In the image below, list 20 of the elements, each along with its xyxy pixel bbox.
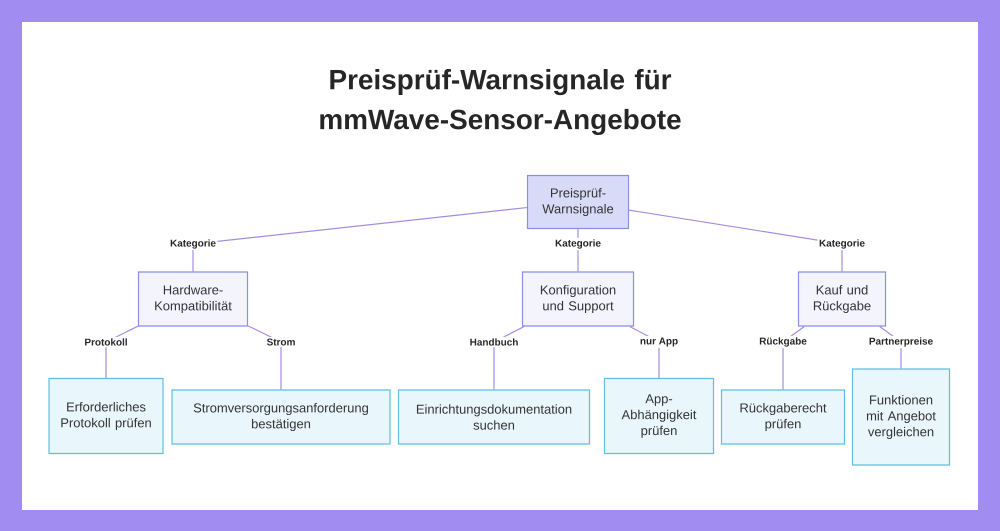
task-box: Rückgaberecht prüfen xyxy=(720,389,846,445)
task-box: Erforderliches Protokoll prüfen xyxy=(48,378,164,454)
title: Preisprüf-Warnsignale für mmWave-Sensor-Angebote xyxy=(320,69,681,135)
task-box: Funktionen mit Angebot vergleichen xyxy=(852,368,950,466)
edge-label: Kategorie xyxy=(554,238,602,250)
task-box: App-Abhängigkeit prüfen xyxy=(604,378,714,454)
edge-label: Strom xyxy=(265,336,297,348)
edge-label: Kategorie xyxy=(818,238,866,250)
task-box: Einrichtungsdokumentation suchen xyxy=(398,389,590,445)
category-box: Hardware-Kompatibilität xyxy=(138,271,248,327)
edge-label: Rückgabe xyxy=(758,336,808,348)
root-box: Preisprüf-Warnsignale xyxy=(526,174,630,230)
edge-label: Kategorie xyxy=(168,238,218,250)
connector xyxy=(192,206,527,272)
task-box: Stromversorgungsanforderung bestätigen xyxy=(171,389,391,445)
category-box: Kauf und Rückgabe xyxy=(798,271,886,327)
edge-label: Handbuch xyxy=(468,336,520,348)
edge-label: nur App xyxy=(638,336,680,348)
edge-label: Partnerpreise xyxy=(867,336,935,348)
category-box: Konfiguration und Support xyxy=(522,271,634,327)
